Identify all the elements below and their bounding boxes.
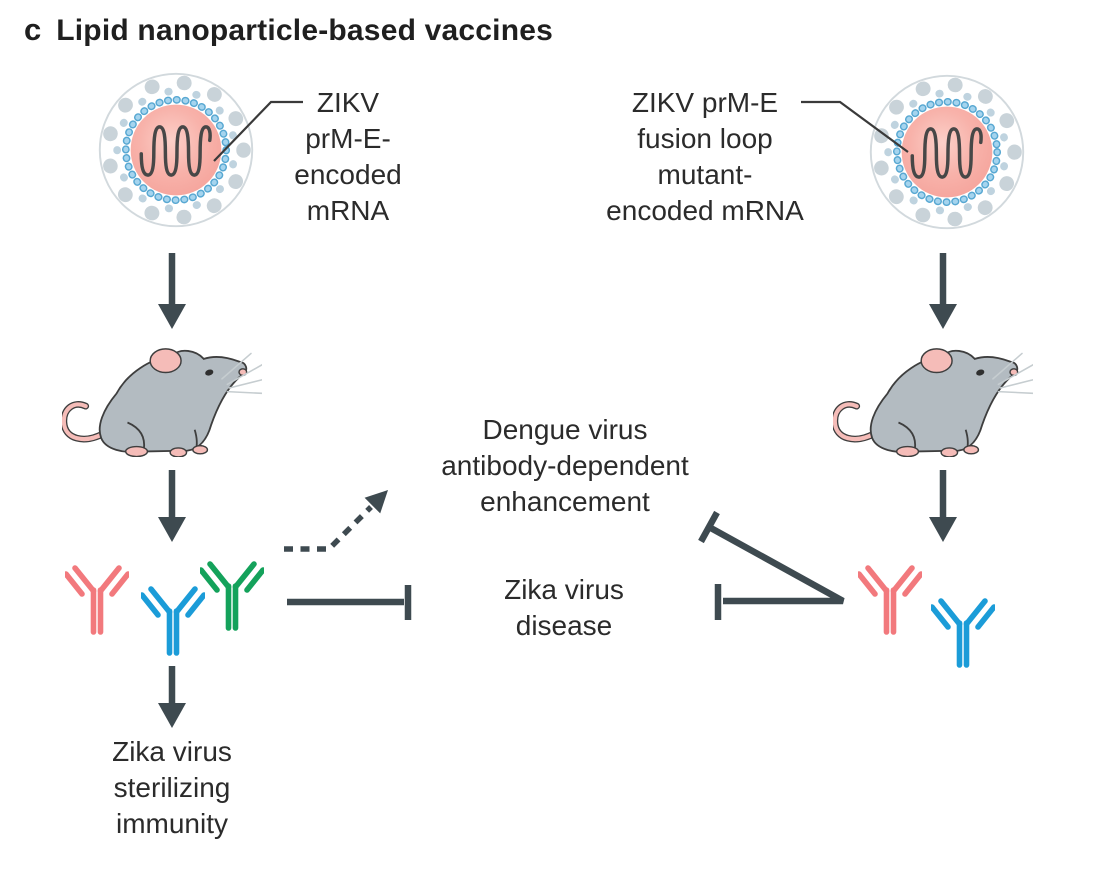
antibody-icon-left-green (201, 564, 263, 628)
ade-label: Dengue virus antibody-dependent enhancem… (441, 414, 689, 517)
dashed-arrow-icon-ade (284, 490, 388, 552)
nanoparticle-label-left: ZIKV prM-E- encoded mRNA (294, 87, 402, 226)
panel-title-row: c Lipid nanoparticle-based vaccines (24, 12, 553, 48)
inhibition-tbar-icon-left (287, 585, 412, 620)
connector-line-left (213, 100, 303, 162)
mouse-icon-right (835, 349, 1037, 457)
antibody-icon-right-blue (932, 601, 994, 665)
arrow-down-icon-antibodies-to-immunity (158, 666, 186, 728)
panel-title: Lipid nanoparticle-based vaccines (56, 14, 554, 47)
zika-disease-label: Zika virus disease (504, 574, 624, 641)
sterilizing-immunity-label: Zika virus sterilizing immunity (112, 736, 232, 839)
inhibition-tbar-icon-right (698, 510, 845, 620)
arrow-down-icon-left-mouse-to-antibodies (158, 470, 186, 542)
arrow-down-icon-left-particle-to-mouse (158, 253, 186, 329)
antibody-icon-left-pink (66, 568, 128, 632)
antibody-icon-right-pink (859, 568, 921, 632)
panel-letter: c (24, 12, 42, 47)
arrow-down-icon-right-particle-to-mouse (929, 253, 957, 329)
connector-line-right (801, 100, 909, 153)
nanoparticle-label-right: ZIKV prM-E fusion loop mutant- encoded m… (606, 87, 804, 226)
arrow-down-icon-right-mouse-to-antibodies (929, 470, 957, 542)
lipid-nanoparticle-icon-right (871, 76, 1023, 228)
lipid-nanoparticle-icon-left (100, 74, 252, 226)
antibody-icon-left-blue (142, 589, 204, 653)
mouse-icon-left (64, 349, 266, 457)
